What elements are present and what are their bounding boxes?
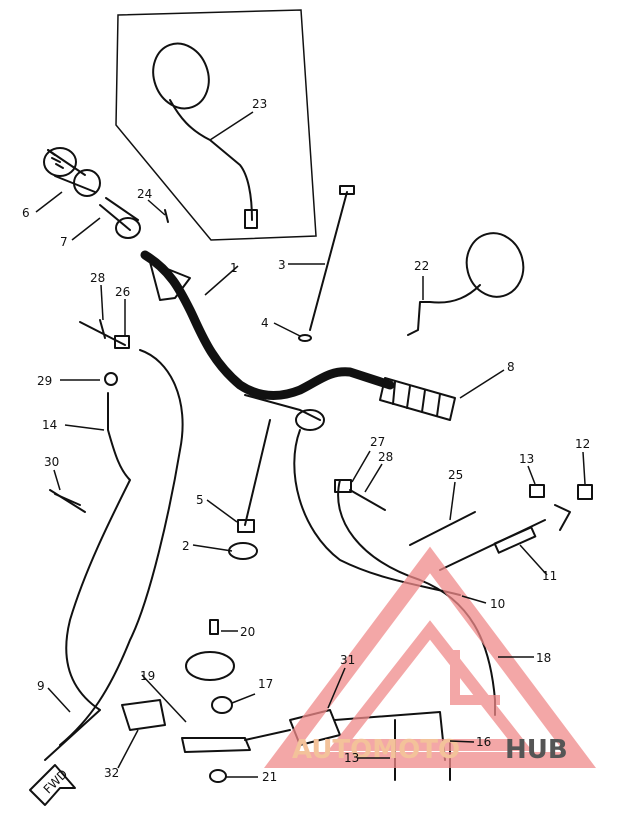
watermark-logo: [264, 546, 596, 768]
cable-10: [293, 429, 461, 596]
callout-17: 17: [258, 677, 273, 691]
callout-11: 11: [542, 569, 557, 583]
cable-14: [44, 392, 131, 761]
callout-6: 6: [22, 206, 30, 220]
watermark-text-a: AUTOMOTO: [292, 735, 460, 765]
callout-8: 8: [507, 360, 515, 374]
handlebar: [140, 250, 395, 431]
callout-22: 22: [414, 259, 429, 273]
callout-20: 20: [240, 625, 255, 639]
bolt-25: [409, 511, 476, 546]
watermark-text-b: HUB: [505, 735, 568, 765]
callout-25: 25: [448, 468, 463, 482]
callout-7: 7: [60, 235, 68, 249]
callout-26: 26: [115, 285, 130, 299]
callout-27: 27: [370, 435, 385, 449]
holder-parts: [228, 419, 271, 560]
cable-end-30: [49, 489, 86, 513]
choke-rod: [298, 185, 355, 342]
callout-23: 23: [252, 97, 267, 111]
callout-28b: 28: [378, 450, 393, 464]
callout-12: 12: [575, 437, 590, 451]
throttle-sleeve: [99, 197, 141, 239]
callout-29: 29: [37, 374, 52, 388]
callout-21: 21: [262, 770, 277, 784]
callout-16: 16: [476, 735, 491, 749]
callout-13b: 13: [344, 751, 359, 765]
callout-3: 3: [278, 258, 286, 272]
callout-2: 2: [182, 539, 190, 553]
right-grip: [379, 377, 456, 421]
callout-10: 10: [490, 597, 505, 611]
callout-18: 18: [536, 651, 551, 665]
cable-adjuster-11: [439, 519, 546, 571]
callout-24: 24: [137, 187, 152, 201]
callout-30: 30: [44, 455, 59, 469]
left-grip: [43, 147, 101, 197]
lever-27-28: [334, 479, 386, 511]
callout-32: 32: [104, 766, 119, 780]
callout-14: 14: [42, 418, 57, 432]
callout-31: 31: [340, 653, 355, 667]
fwd-arrow: FWD: [29, 764, 76, 806]
mirror-inset-frame: [115, 9, 317, 241]
callout-1: 1: [230, 261, 238, 275]
callout-28a: 28: [90, 271, 105, 285]
callout-5: 5: [196, 493, 204, 507]
cable-9: [59, 349, 184, 746]
left-lever-parts: [79, 209, 169, 386]
callout-19: 19: [140, 669, 155, 683]
leader-lines: [35, 111, 586, 778]
callout-13a: 13: [519, 452, 534, 466]
right-mirror: [407, 232, 525, 336]
callout-labels: 1 2 3 4 5 6 7 8 9 10 11 12 13 13 14 16 1…: [22, 97, 590, 784]
left-mirror: [152, 42, 258, 229]
parts-12-13: [529, 484, 593, 531]
callout-4: 4: [261, 316, 269, 330]
callout-9: 9: [37, 679, 45, 693]
